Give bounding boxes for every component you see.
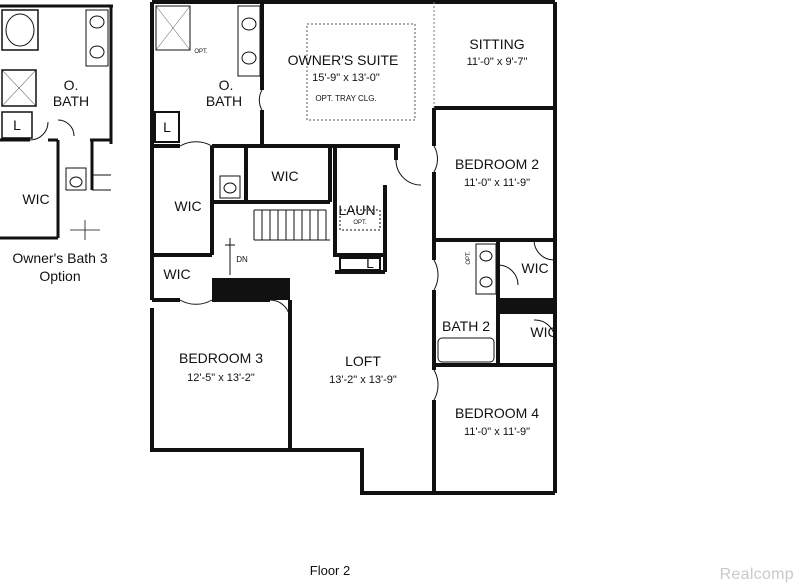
o-bath-linen-label: L — [163, 119, 171, 135]
floor-caption: Floor 2 — [309, 563, 351, 578]
laundry-label: LAUN — [338, 202, 375, 218]
owners-suite-dimensions: 15'-9" x 13'-0" — [312, 72, 380, 84]
o-bath-o-label: O. — [219, 77, 234, 93]
bedroom2-dimensions: 11'-0" x 11'-9" — [464, 177, 530, 189]
sitting-dimensions: 11'-0" x 9'-7" — [467, 56, 528, 68]
plan-details — [154, 2, 556, 401]
owners-bath-option-inset — [0, 4, 113, 240]
wic-small-label: WIC — [163, 266, 190, 282]
bath2-opt-label: OPT. — [466, 251, 472, 265]
option-title-line1: Owner's Bath 3 — [12, 250, 107, 266]
realcomp-watermark: Realcomp — [719, 566, 794, 583]
option-title-line2: Option — [39, 268, 80, 284]
bedroom3-label: BEDROOM 3 — [179, 350, 263, 366]
bedroom4-label: BEDROOM 4 — [455, 405, 539, 421]
option-o-label: O. — [64, 77, 79, 93]
sitting-label: SITTING — [469, 36, 524, 52]
o-bath-opt-label: OPT. — [194, 49, 208, 55]
bedroom4-dimensions: 11'-0" x 11'-9" — [464, 426, 530, 438]
bedroom2-label: BEDROOM 2 — [455, 156, 539, 172]
wic-bed2-label: WIC — [521, 260, 548, 276]
owners-suite-note: OPT. TRAY CLG. — [315, 94, 376, 103]
bath2-label: BATH 2 — [442, 318, 490, 334]
stair-down-label: DN — [236, 255, 248, 264]
bedroom3-dimensions: 12'-5" x 13'-2" — [187, 372, 255, 384]
option-bath-label: BATH — [53, 93, 89, 109]
laundry-opt-label: OPT. — [353, 220, 367, 226]
owners-suite-label: OWNER'S SUITE — [288, 52, 399, 68]
wic-bed4-label: WIC — [530, 324, 557, 340]
bath-wall-block — [498, 298, 555, 314]
laundry-linen-label: L — [366, 255, 374, 271]
o-bath-bath-label: BATH — [206, 93, 242, 109]
option-wic-label: WIC — [22, 191, 49, 207]
wic-bath-label: WIC — [174, 198, 201, 214]
loft-label: LOFT — [345, 353, 381, 369]
loft-dimensions: 13'-2" x 13'-9" — [329, 374, 397, 386]
stair-railing — [212, 280, 290, 300]
plan-walls — [150, 0, 557, 495]
option-linen-label: L — [13, 117, 21, 133]
wic-center-label: WIC — [271, 168, 298, 184]
